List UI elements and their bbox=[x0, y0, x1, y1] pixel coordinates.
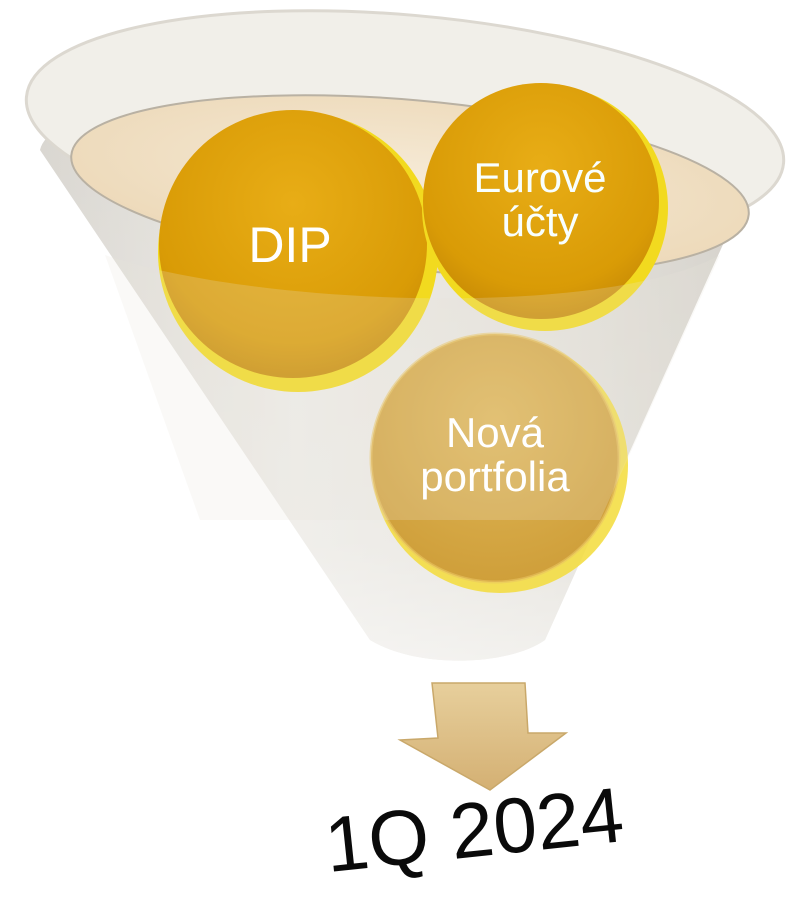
down-arrow-icon bbox=[397, 682, 569, 791]
circle-dip bbox=[158, 110, 438, 392]
circle-nova-portfolia bbox=[369, 332, 628, 593]
circle-eurove-ucty bbox=[422, 83, 668, 331]
